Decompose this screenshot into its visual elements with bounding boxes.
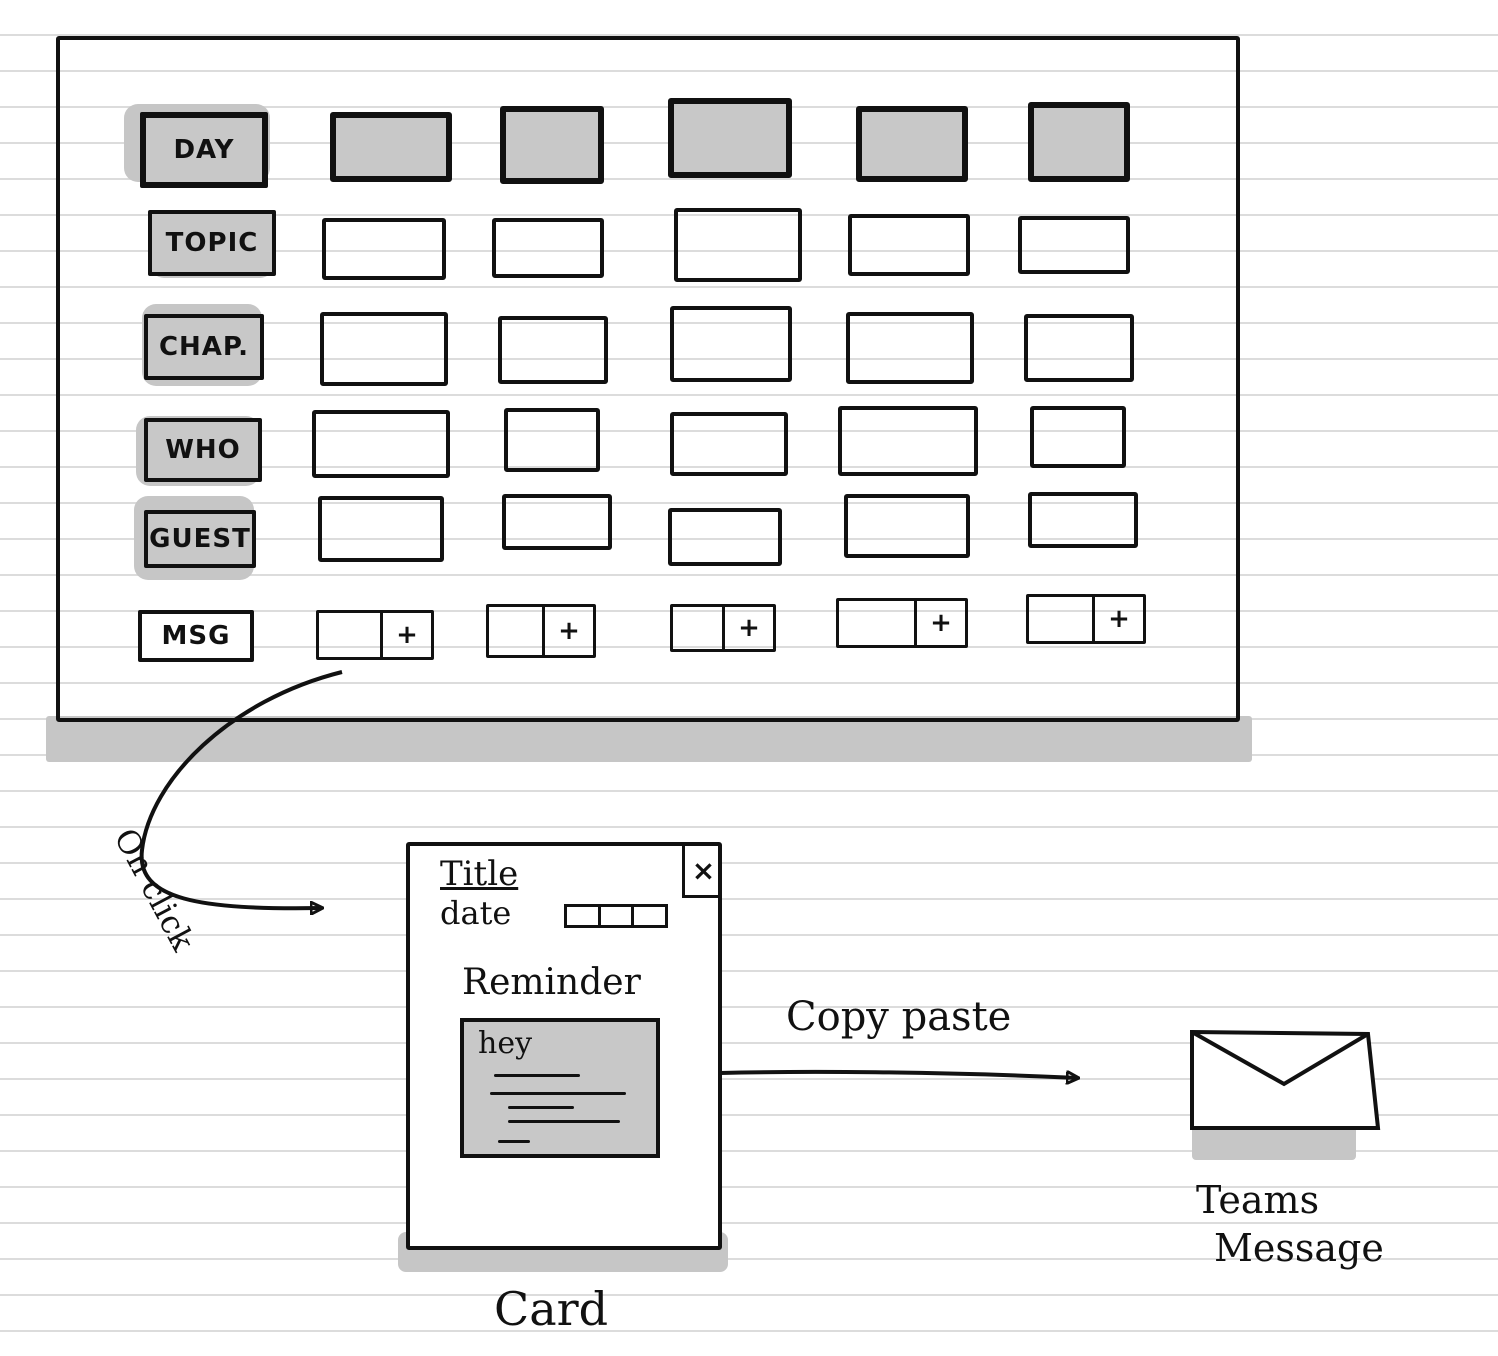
guest-cell[interactable] xyxy=(668,508,782,566)
guest-cell[interactable] xyxy=(1028,492,1138,548)
teams-caption-line1: Teams xyxy=(1196,1178,1320,1222)
teams-message-caption: Teams Message xyxy=(1196,1176,1384,1272)
topic-cell[interactable] xyxy=(492,218,604,278)
add-message-button[interactable]: + xyxy=(396,620,418,650)
row-label-day: DAY xyxy=(140,112,268,188)
msg-field xyxy=(489,607,545,655)
day-header-cell xyxy=(330,112,452,182)
msg-cell: + xyxy=(670,604,776,652)
add-message-button[interactable]: + xyxy=(1108,604,1130,634)
msg-cell: + xyxy=(1026,594,1146,644)
chapter-cell[interactable] xyxy=(846,312,974,384)
text-placeholder-line xyxy=(490,1092,626,1095)
topic-cell[interactable] xyxy=(322,218,446,280)
reminder-text: hey xyxy=(478,1026,533,1061)
guest-cell[interactable] xyxy=(318,496,444,562)
text-placeholder-line xyxy=(498,1140,530,1143)
day-header-cell xyxy=(668,98,792,178)
msg-cell: + xyxy=(316,610,434,660)
chapter-cell[interactable] xyxy=(670,306,792,382)
date-label: date xyxy=(440,894,512,932)
who-cell[interactable] xyxy=(312,410,450,478)
msg-field xyxy=(839,601,917,645)
who-cell[interactable] xyxy=(670,412,788,476)
day-header-cell xyxy=(1028,102,1130,182)
who-cell[interactable] xyxy=(1030,406,1126,468)
chapter-cell[interactable] xyxy=(498,316,608,384)
reminder-card: Title × date Reminder hey xyxy=(406,842,722,1250)
add-message-button[interactable]: + xyxy=(738,613,760,643)
add-message-button[interactable]: + xyxy=(930,608,952,638)
topic-cell[interactable] xyxy=(1018,216,1130,274)
msg-cell: + xyxy=(486,604,596,658)
msg-field xyxy=(1029,597,1095,641)
day-header-cell xyxy=(856,106,968,182)
topic-cell[interactable] xyxy=(848,214,970,276)
copy-paste-annotation: Copy paste xyxy=(786,994,1012,1040)
guest-cell[interactable] xyxy=(844,494,970,558)
msg-field xyxy=(673,607,725,649)
row-label-topic: TOPIC xyxy=(148,210,276,276)
chapter-cell[interactable] xyxy=(320,312,448,386)
date-input[interactable] xyxy=(564,904,668,928)
reminder-label: Reminder xyxy=(462,962,641,1003)
envelope-icon xyxy=(1190,1029,1381,1130)
add-message-button[interactable]: + xyxy=(558,616,580,646)
on-click-annotation: On click xyxy=(106,822,203,958)
row-label-guest: GUEST xyxy=(144,510,256,568)
day-header-cell xyxy=(500,106,604,184)
schedule-board xyxy=(56,36,1240,722)
msg-cell: + xyxy=(836,598,968,648)
guest-cell[interactable] xyxy=(502,494,612,550)
row-label-who: WHO xyxy=(144,418,262,482)
msg-field xyxy=(319,613,383,657)
close-button[interactable]: × xyxy=(682,846,722,898)
text-placeholder-line xyxy=(508,1106,574,1109)
row-label-msg: MSG xyxy=(138,610,254,662)
reminder-textarea[interactable]: hey xyxy=(460,1018,660,1158)
chapter-cell[interactable] xyxy=(1024,314,1134,382)
topic-cell[interactable] xyxy=(674,208,802,282)
copy-paste-arrow xyxy=(679,1069,1078,1078)
card-caption: Card xyxy=(494,1282,609,1336)
card-title: Title xyxy=(440,854,519,894)
row-label-chap: CHAP. xyxy=(144,314,264,380)
who-cell[interactable] xyxy=(838,406,978,476)
text-placeholder-line xyxy=(494,1074,580,1077)
board-shadow xyxy=(46,716,1252,762)
who-cell[interactable] xyxy=(504,408,600,472)
text-placeholder-line xyxy=(508,1120,620,1123)
teams-caption-line2: Message xyxy=(1214,1226,1384,1270)
